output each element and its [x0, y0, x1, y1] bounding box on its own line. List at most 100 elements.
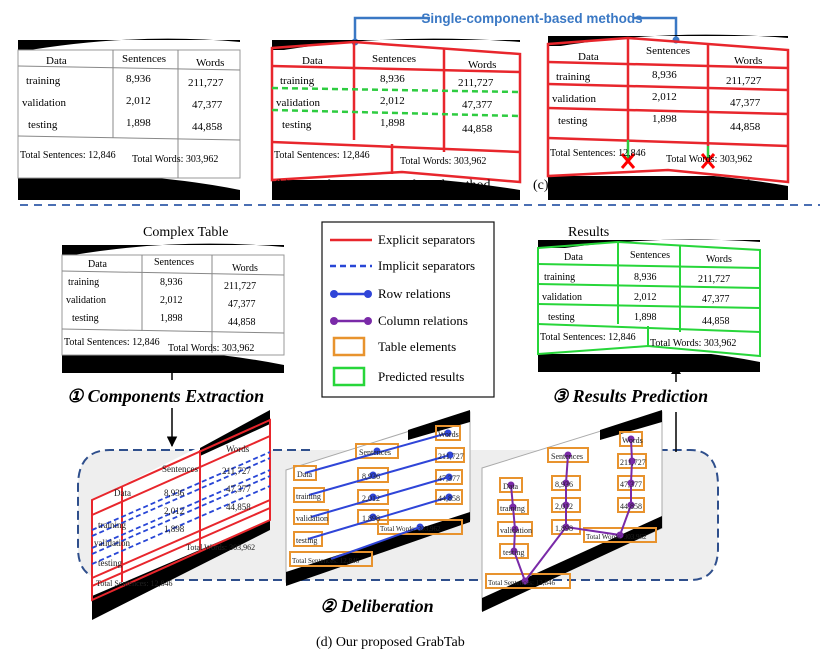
svg-text:Data: Data — [297, 470, 313, 479]
svg-text:validation: validation — [500, 526, 532, 535]
svg-text:Words: Words — [438, 430, 459, 439]
svg-text:2,012: 2,012 — [362, 494, 380, 503]
stage2-row-relations: Data Sentences Words training 8,936 211,… — [285, 410, 471, 586]
svg-text:Total Sentences: 12,846: Total Sentences: 12,846 — [550, 148, 646, 159]
svg-text:Sentences: Sentences — [372, 53, 416, 65]
footer-total-words: Total Words: 303,962 — [132, 154, 218, 165]
svg-text:Sentences: Sentences — [162, 464, 198, 474]
svg-text:training: training — [296, 492, 321, 501]
svg-text:1,898: 1,898 — [164, 524, 185, 534]
svg-text:validation: validation — [66, 295, 106, 306]
svg-text:Words: Words — [226, 444, 250, 454]
legend-column: Column relations — [378, 313, 468, 328]
row-training: training — [26, 75, 61, 87]
svg-text:Total Sentences: 12,846: Total Sentences: 12,846 — [274, 150, 370, 161]
legend-explicit: Explicit separators — [378, 232, 475, 247]
svg-text:training: training — [68, 277, 99, 288]
svg-text:training: training — [556, 71, 591, 83]
svg-text:testing: testing — [548, 312, 575, 323]
caption-c: (c) Element relationship-based method — [533, 178, 750, 193]
svg-text:2,012: 2,012 — [555, 502, 573, 511]
svg-text:1,898: 1,898 — [652, 113, 677, 125]
stage1-separators: Data Sentences Words training 8,936 211,… — [91, 410, 271, 620]
svg-text:8,936: 8,936 — [362, 472, 380, 481]
svg-text:Data: Data — [88, 259, 107, 270]
svg-text:Words: Words — [622, 436, 643, 445]
svg-text:211,727: 211,727 — [224, 281, 256, 292]
svg-text:Sentences: Sentences — [630, 250, 670, 261]
svg-text:47,377: 47,377 — [702, 294, 730, 305]
svg-text:Words: Words — [468, 59, 496, 71]
stage3-column-relations: Data Sentences Words training 8,936 211,… — [481, 410, 663, 612]
svg-text:8,936: 8,936 — [160, 277, 183, 288]
svg-text:Words: Words — [706, 254, 732, 265]
svg-text:validation: validation — [276, 97, 320, 109]
svg-text:Total Words: 303,962: Total Words: 303,962 — [168, 343, 254, 354]
svg-text:44,858: 44,858 — [228, 317, 256, 328]
svg-text:testing: testing — [282, 119, 312, 131]
row-validation: validation — [22, 97, 66, 109]
svg-text:1,898: 1,898 — [555, 524, 573, 533]
legend-implicit: Implicit separators — [378, 258, 475, 273]
svg-text:1,898: 1,898 — [380, 117, 405, 129]
svg-text:Sentences: Sentences — [646, 45, 690, 57]
cross-icon — [620, 153, 716, 169]
row-testing: testing — [28, 119, 58, 131]
svg-text:testing: testing — [296, 536, 317, 545]
results-label: Results — [568, 225, 609, 240]
svg-text:validation: validation — [542, 292, 582, 303]
svg-text:training: training — [544, 272, 575, 283]
svg-text:Total Sentences: 12,846: Total Sentences: 12,846 — [540, 332, 636, 343]
bracket-label: Single-component-based methods — [421, 11, 642, 26]
svg-text:1,898: 1,898 — [160, 313, 183, 324]
svg-text:training: training — [98, 520, 126, 530]
svg-text:211,727: 211,727 — [222, 466, 251, 476]
table-b: Data Sentences Words training 8,936 211,… — [270, 38, 522, 200]
header-data: Data — [46, 55, 67, 67]
svg-text:211,727: 211,727 — [458, 77, 494, 89]
svg-text:47,377: 47,377 — [228, 299, 256, 310]
svg-text:1,898: 1,898 — [362, 514, 380, 523]
svg-text:Total Sentences: 12,846: Total Sentences: 12,846 — [488, 579, 555, 587]
svg-text:8,936: 8,936 — [126, 73, 151, 85]
svg-text:Data: Data — [564, 252, 583, 263]
svg-text:training: training — [500, 504, 525, 513]
svg-text:Total Sentences: 12,846: Total Sentences: 12,846 — [96, 579, 173, 588]
svg-text:Words: Words — [232, 263, 258, 274]
svg-text:Sentences: Sentences — [359, 448, 391, 457]
svg-text:Total Words: 303,962: Total Words: 303,962 — [586, 533, 647, 541]
svg-text:2,012: 2,012 — [652, 91, 677, 103]
caption-a: (a) Complex table image — [33, 178, 172, 193]
svg-text:testing: testing — [503, 548, 524, 557]
svg-text:211,727: 211,727 — [620, 458, 646, 467]
svg-text:1,898: 1,898 — [126, 117, 151, 129]
svg-text:47,377: 47,377 — [192, 99, 223, 111]
svg-text:Words: Words — [734, 55, 762, 67]
legend-predicted: Predicted results — [378, 369, 464, 384]
svg-text:Total Sentences: 12,846: Total Sentences: 12,846 — [292, 557, 359, 565]
svg-text:Total Words: 303,962: Total Words: 303,962 — [650, 338, 736, 349]
svg-text:Total Sentences: 12,846: Total Sentences: 12,846 — [64, 337, 160, 348]
svg-text:47,377: 47,377 — [730, 97, 761, 109]
svg-text:testing: testing — [558, 115, 588, 127]
svg-text:2,012: 2,012 — [380, 95, 405, 107]
svg-text:testing: testing — [98, 558, 122, 568]
svg-text:Total Words: 303,962: Total Words: 303,962 — [380, 525, 441, 533]
column-relation-icon — [330, 317, 372, 325]
step3-label: ③ Results Prediction — [552, 386, 708, 406]
svg-text:Data: Data — [114, 488, 131, 498]
legend: Explicit separators Implicit separators … — [321, 221, 495, 398]
svg-text:Data: Data — [503, 482, 519, 491]
svg-text:Total Words: 303,962: Total Words: 303,962 — [666, 154, 752, 165]
svg-text:44,858: 44,858 — [192, 121, 223, 133]
svg-text:Data: Data — [302, 55, 323, 67]
legend-elements: Table elements — [378, 339, 456, 354]
svg-text:Sentences: Sentences — [551, 452, 583, 461]
predicted-box-icon — [332, 366, 366, 387]
svg-text:8,936: 8,936 — [634, 272, 657, 283]
svg-text:47,377: 47,377 — [462, 99, 493, 111]
svg-text:44,858: 44,858 — [226, 502, 251, 512]
svg-text:validation: validation — [552, 93, 596, 105]
caption-b: (b) Boundary extraction-based method — [274, 178, 491, 193]
svg-text:Total Words: 303,962: Total Words: 303,962 — [400, 156, 486, 167]
